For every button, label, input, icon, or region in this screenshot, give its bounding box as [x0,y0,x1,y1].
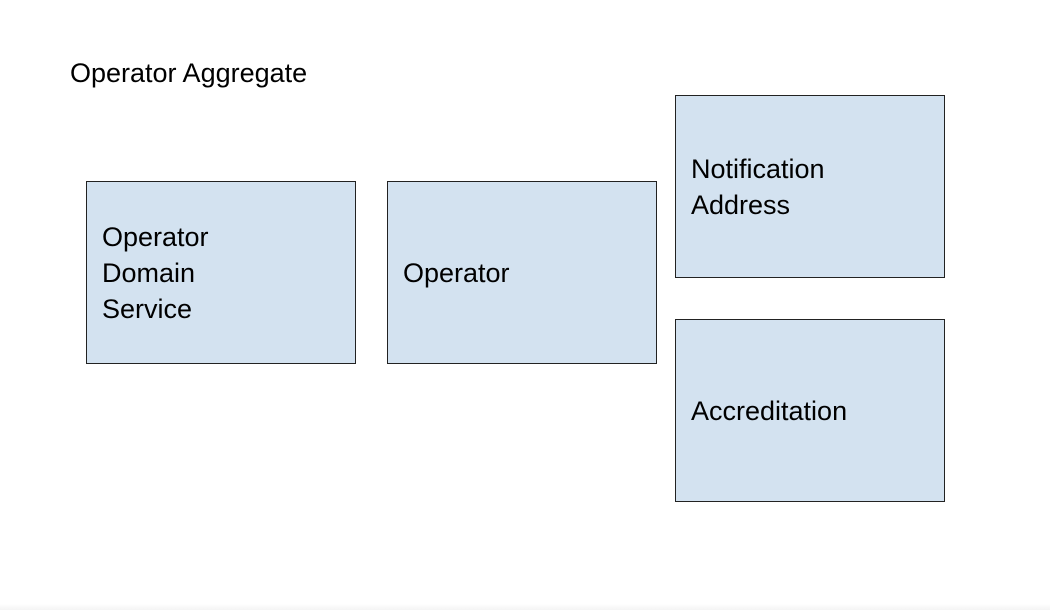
operator-box[interactable]: Operator [387,181,657,364]
notification-address-label: Notification Address [691,153,825,220]
operator-domain-service-box[interactable]: Operator Domain Service [86,181,356,364]
operator-label: Operator [403,257,510,288]
bottom-edge-shadow [0,604,1050,610]
accreditation-box[interactable]: Accreditation [675,319,945,502]
notification-address-box[interactable]: Notification Address [675,95,945,278]
diagram-title: Operator Aggregate [70,58,308,88]
operator-domain-service-label: Operator Domain Service [102,221,209,324]
accreditation-label: Accreditation [691,395,848,426]
